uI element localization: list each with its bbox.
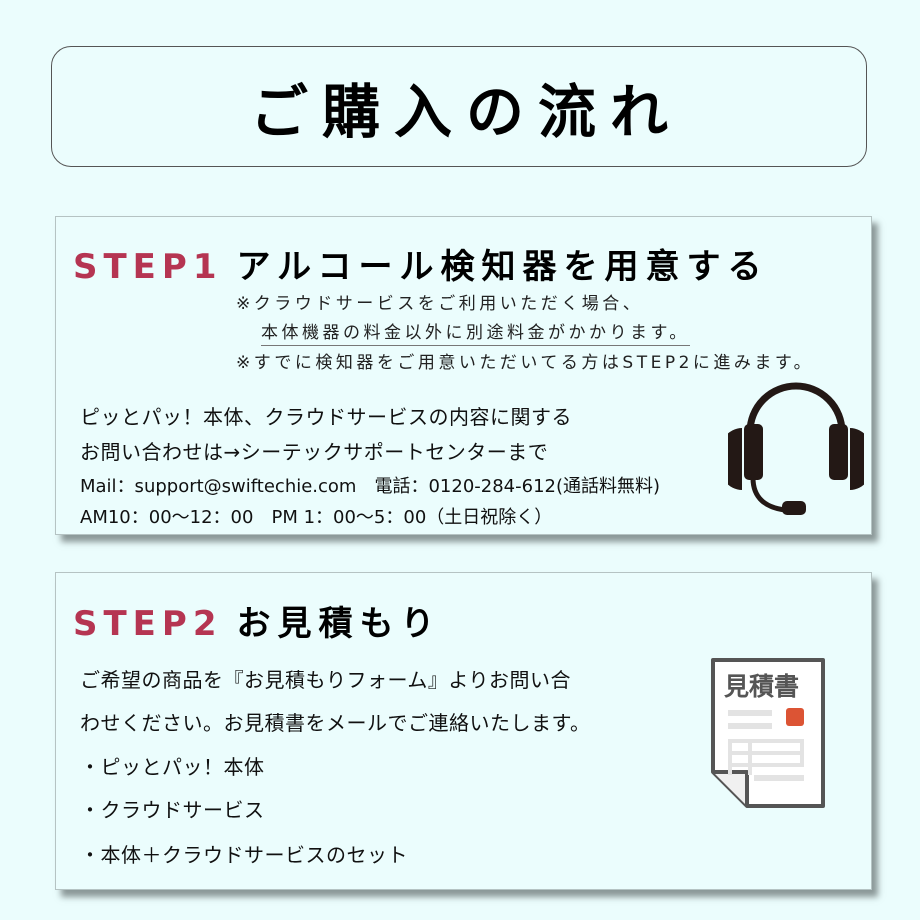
step2-label: STEP2 (73, 604, 223, 644)
headset-icon (728, 382, 864, 515)
step2-heading: STEP2 お見積もり (73, 596, 441, 645)
step1-note-1: ※クラウドサービスをご利用いただく場合、 (236, 294, 644, 314)
step1-note-2: 本体機器の料金以外に別途料金がかかります。 (261, 318, 690, 346)
step1-card: STEP1 アルコール検知器を用意する ※クラウドサービスをご利用いただく場合、… (55, 216, 872, 535)
step2-body-line2: わせください。お見積書をメールでご連絡いたします。 (80, 711, 591, 735)
page-title: ご購入の流れ (249, 77, 682, 146)
step2-item-3: ・本体＋クラウドサービスのセット (80, 843, 408, 867)
step2-item-2: ・クラウドサービス (80, 798, 265, 822)
step1-contact-line1: ピッとパッ！本体、クラウドサービスの内容に関する (80, 405, 572, 429)
step1-note-3: ※すでに検知器をご用意いただいてる方はSTEP2に進みます。 (236, 353, 815, 373)
quote-document-label: 見積書 (724, 672, 800, 701)
step2-body-line1: ご希望の商品を『お見積もりフォーム』よりお問い合 (80, 668, 571, 692)
step1-contact-hours: AM10：00〜12：00 PM 1：00〜5：00（土日祝除く） (80, 507, 553, 528)
step2-title: お見積もり (236, 604, 442, 644)
step2-card: STEP2 お見積もり ご希望の商品を『お見積もりフォーム』よりお問い合 わせく… (55, 572, 872, 890)
step1-contact-line2: お問い合わせは→シーテックサポートセンターまで (80, 440, 549, 464)
step1-contact-mail: Mail：support@swiftechie.com 電話：0120-284-… (80, 476, 661, 497)
page-title-box: ご購入の流れ (51, 46, 867, 167)
step1-label: STEP1 (73, 247, 223, 287)
step2-item-1: ・ピッとパッ！本体 (80, 755, 265, 779)
step1-title: アルコール検知器を用意する (236, 247, 769, 287)
step1-heading: STEP1 アルコール検知器を用意する (73, 239, 768, 288)
quote-document-icon: 見積書 (710, 657, 828, 809)
